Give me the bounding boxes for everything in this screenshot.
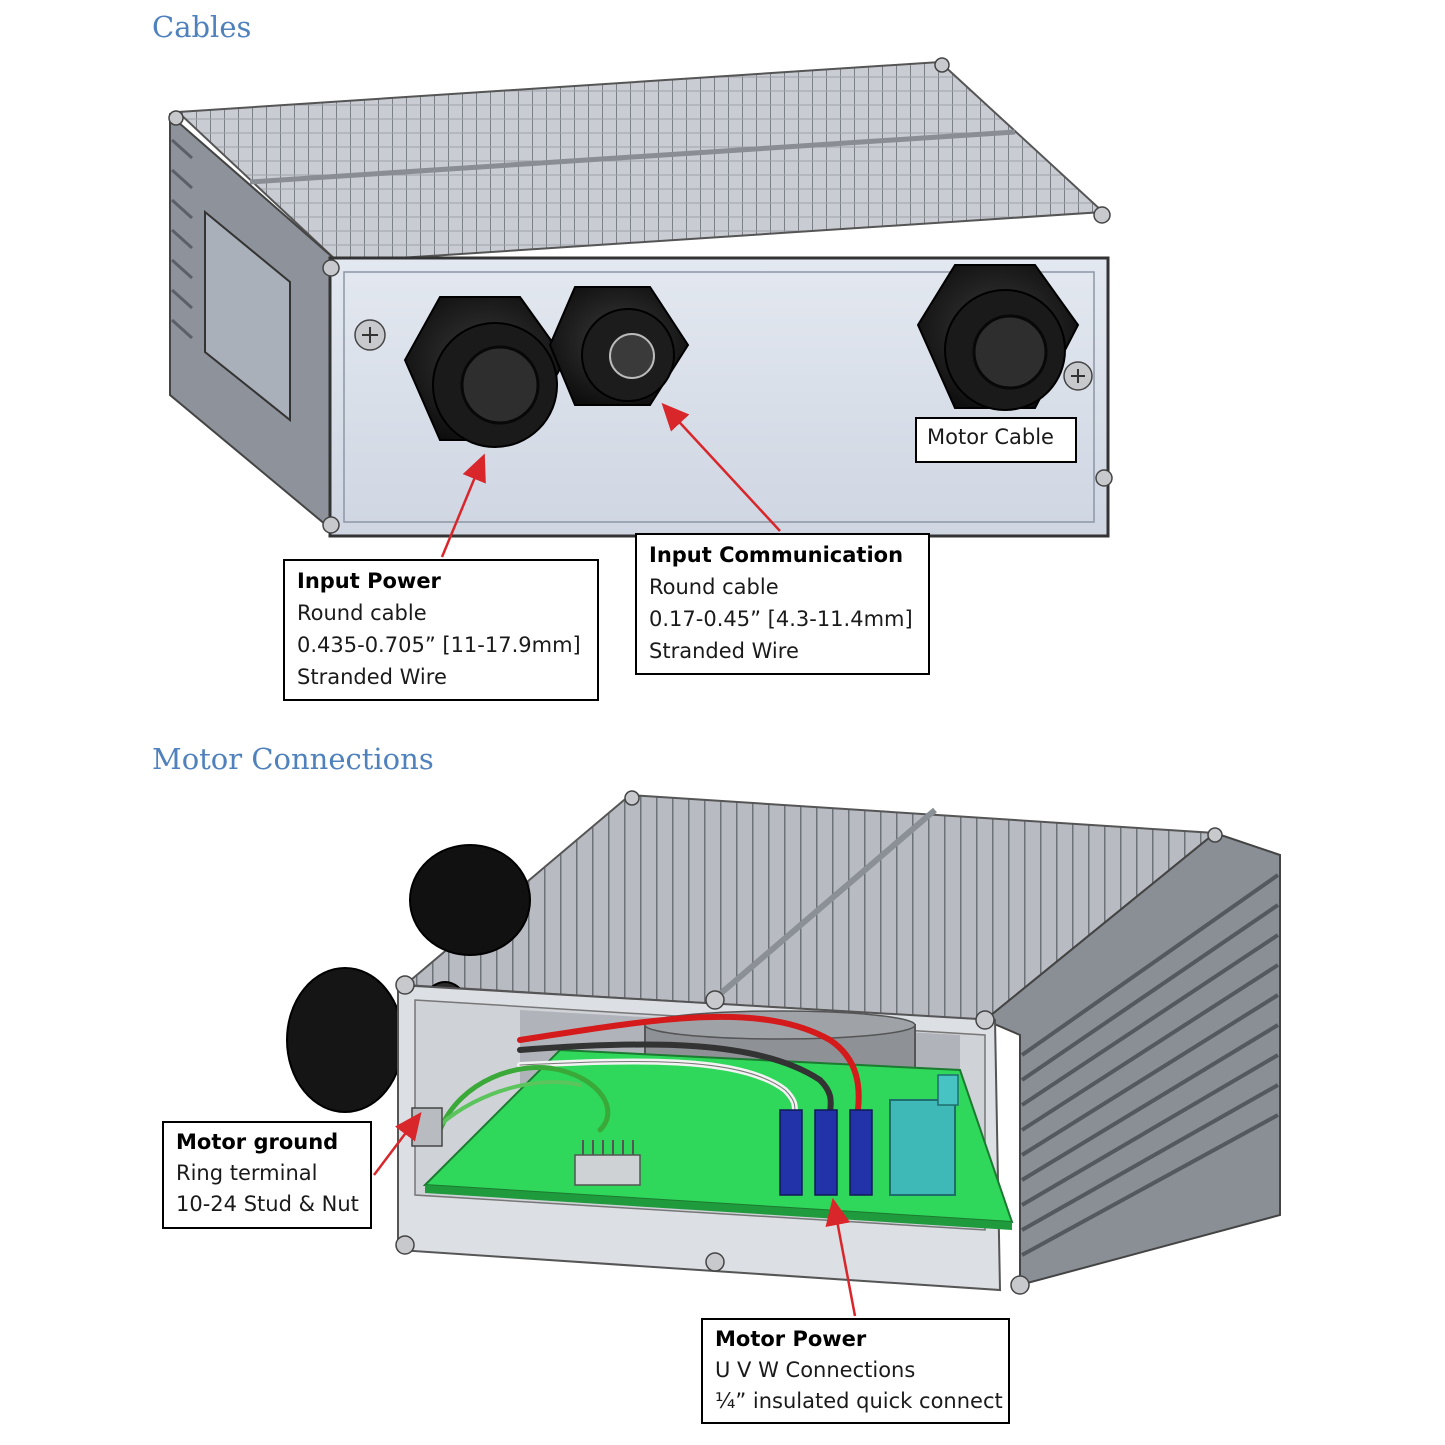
- section-title-cables: Cables: [152, 10, 252, 44]
- transformer-icon: [644, 1010, 916, 1201]
- callout-heading: Motor ground: [176, 1130, 339, 1154]
- section-title-motor-connections: Motor Connections: [152, 742, 434, 776]
- callout-motor-cable: Motor Cable: [915, 417, 1077, 463]
- callout-line: ¼” insulated quick connect: [715, 1389, 1003, 1413]
- callout-heading: Motor Power: [715, 1327, 867, 1351]
- cable-gland-icon-motor: [916, 264, 1080, 411]
- heatsink-icon: [175, 60, 1106, 264]
- callout-line: 0.17-0.45” [4.3-11.4mm]: [649, 607, 913, 631]
- callout-heading: Input Power: [297, 569, 441, 593]
- screw-icon: [395, 790, 1223, 1295]
- heatsink-icon: [402, 793, 1281, 1287]
- callout-line: Round cable: [649, 575, 779, 599]
- callout-motor-ground: Motor ground Ring terminal 10-24 Stud & …: [162, 1121, 372, 1229]
- side-label-plate: [204, 209, 291, 423]
- pcb-icon: [422, 1048, 1014, 1230]
- enclosure-end-view: [168, 57, 1113, 558]
- callout-label: Motor Cable: [927, 425, 1054, 449]
- callout-input-communication: Input Communication Round cable 0.17-0.4…: [635, 533, 930, 675]
- terminal-icon: [779, 1109, 873, 1196]
- callout-motor-power: Motor Power U V W Connections ¼” insulat…: [701, 1318, 1010, 1424]
- cable-gland-icon: [286, 844, 531, 1119]
- cable-gland-icon-communication: [548, 286, 690, 406]
- enclosure-frame: [397, 983, 1002, 1292]
- callout-line: 0.435-0.705” [11-17.9mm]: [297, 633, 581, 657]
- ground-stud-icon: [411, 1107, 443, 1147]
- callout-line: U V W Connections: [715, 1358, 916, 1382]
- cable-gland-icon-power: [403, 296, 567, 448]
- arrow-icon: [440, 402, 781, 558]
- callout-line: Ring terminal: [176, 1161, 318, 1185]
- callout-line: Round cable: [297, 601, 427, 625]
- callout-input-power: Input Power Round cable 0.435-0.705” [11…: [283, 559, 599, 701]
- arrow-icon: [373, 1112, 857, 1317]
- capacitor-icon: [889, 1074, 959, 1196]
- callout-line: Stranded Wire: [297, 665, 447, 689]
- wires: [437, 1013, 862, 1133]
- callout-line: 10-24 Stud & Nut: [176, 1192, 359, 1216]
- callout-heading: Input Communication: [649, 543, 904, 567]
- callout-line: Stranded Wire: [649, 639, 799, 663]
